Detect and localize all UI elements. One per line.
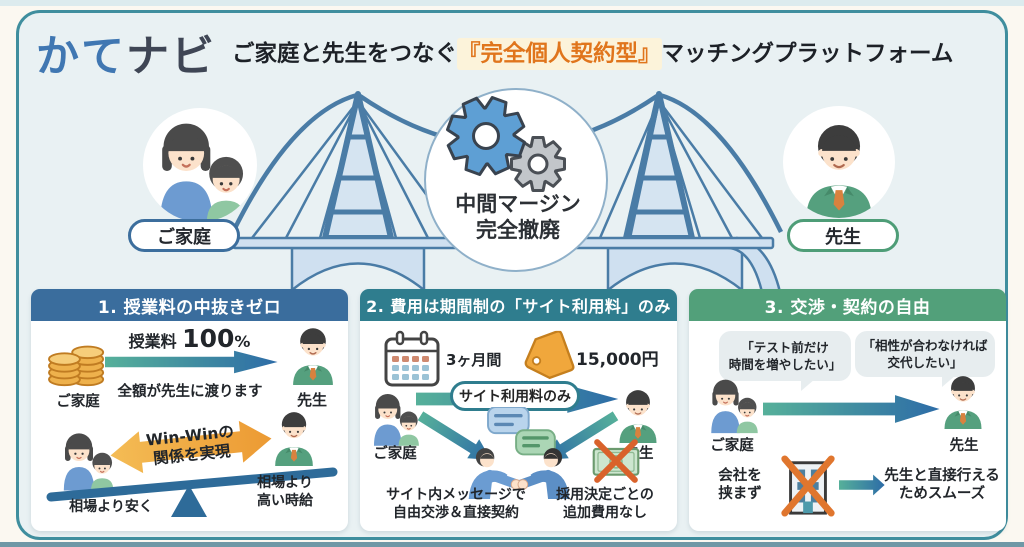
- seesaw-right-label: 相場より高い時給: [257, 475, 313, 509]
- seesaw-left-label: 相場より安く: [69, 499, 153, 515]
- tuition-sub-label: 全額が先生に渡ります: [117, 384, 263, 400]
- panel-1-tuition: 1. 授業料の中抜きゼロ ご家庭 授業料 100% 全額が先生に渡ります 先生 …: [31, 289, 348, 531]
- site-fee-pill: サイト利用料のみ: [450, 381, 580, 411]
- speech-bubble-2: 「相性が合わなければ交代したい」: [855, 331, 995, 387]
- teacher-label-pill: 先生: [787, 219, 899, 252]
- price-label: 15,000円: [576, 350, 659, 370]
- period-label: 3ヶ月間: [446, 351, 502, 369]
- handshake-icon: [460, 407, 578, 499]
- negotiation-arrow: [763, 393, 941, 425]
- logo-part2: ナビ: [126, 32, 216, 82]
- page-title: ご家庭と先生をつなぐ『完全個人契約型』マッチングプラットフォーム: [232, 36, 953, 70]
- no-fee-label: 採用決定ごとの追加費用なし: [556, 487, 654, 521]
- panel3-family-label: ご家庭: [710, 438, 754, 454]
- family-avatar: [143, 108, 257, 222]
- tuition-100-label: 授業料 100%: [128, 324, 251, 353]
- center-circle-line1: 中間マージン: [455, 192, 581, 216]
- no-money-icon: [588, 437, 644, 485]
- direct-label: 先生と直接行えるためスムーズ: [884, 468, 1000, 503]
- family-icon: [703, 377, 763, 434]
- panel2-family-label: ご家庭: [373, 446, 417, 462]
- family-icon: [145, 120, 255, 222]
- teacher-icon: [283, 327, 343, 385]
- price-tag-icon: [520, 329, 576, 385]
- panel-3-title: 3. 交渉・契約の自由: [689, 289, 1006, 321]
- panel-3-freedom: 3. 交渉・契約の自由 「テスト前だけ時間を増やしたい」 「相性が合わなければ交…: [689, 289, 1006, 531]
- teacher-avatar: [783, 106, 895, 218]
- panel3-teacher-label: 先生: [949, 438, 979, 454]
- gears-icon: [446, 96, 566, 192]
- title-highlight: 『完全個人契約型』: [457, 38, 662, 70]
- center-circle-line2: 完全撤廃: [476, 218, 560, 242]
- teacher-icon: [610, 389, 666, 443]
- message-label: サイト内メッセージで自由交渉＆直接契約: [386, 487, 526, 521]
- panel-1-title: 1. 授業料の中抜きゼロ: [31, 289, 348, 321]
- seesaw-graphic: [46, 467, 338, 517]
- bottom-edge-strip: [0, 542, 1024, 547]
- calendar-icon: [382, 329, 442, 389]
- panel-2-fees: 2. 費用は期間制の「サイト利用料」のみ 3ヶ月間 15,000円 ご家庭 サイ…: [360, 289, 677, 531]
- teacher-icon: [935, 375, 991, 429]
- speech-bubble-1: 「テスト前だけ時間を増やしたい」: [719, 331, 851, 391]
- no-company-label: 会社を挟まず: [718, 468, 762, 503]
- no-company-icon: [777, 455, 839, 517]
- logo-part1: かて: [36, 32, 126, 82]
- tuition-arrow: [105, 349, 279, 375]
- panel1-teacher-label: 先生: [296, 391, 327, 409]
- family-label-pill: ご家庭: [128, 219, 240, 252]
- top-edge-strip: [0, 0, 1024, 6]
- panel1-family-label: ご家庭: [56, 394, 100, 410]
- logo: かてナビ: [36, 22, 216, 84]
- teacher-icon: [790, 123, 888, 218]
- teacher-icon: [265, 411, 323, 466]
- panel-2-title: 2. 費用は期間制の「サイト利用料」のみ: [360, 289, 677, 321]
- center-circle: 中間マージン 完全撤廃: [424, 88, 608, 272]
